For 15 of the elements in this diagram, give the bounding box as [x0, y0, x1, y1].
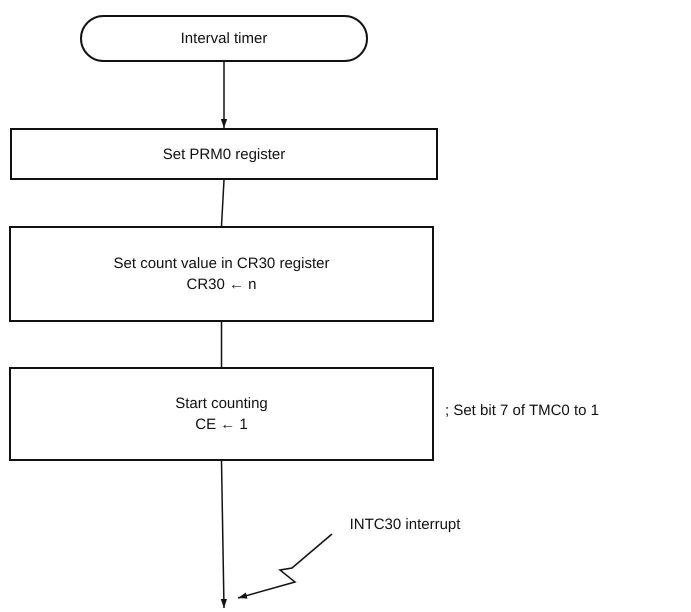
process-box	[10, 128, 438, 180]
comment-text: ; Set bit 7 of TMC0 to 1	[445, 402, 599, 419]
process-box	[9, 226, 434, 322]
interrupt-label: INTC30 interrupt	[350, 514, 460, 534]
terminal-box	[80, 15, 368, 62]
arrow	[220, 460, 227, 608]
step-text: Set count value in CR30 register	[114, 254, 330, 274]
step-text: Set PRM0 register	[162, 144, 286, 164]
arrow	[220, 62, 228, 128]
step-text: CE ← 1	[195, 415, 248, 435]
step-text: Interval timer	[180, 29, 268, 49]
step-text: Start counting	[175, 394, 268, 414]
interrupt-arrow	[238, 533, 332, 599]
process-box	[9, 367, 434, 461]
step-text: CR30 ← n	[186, 275, 257, 295]
